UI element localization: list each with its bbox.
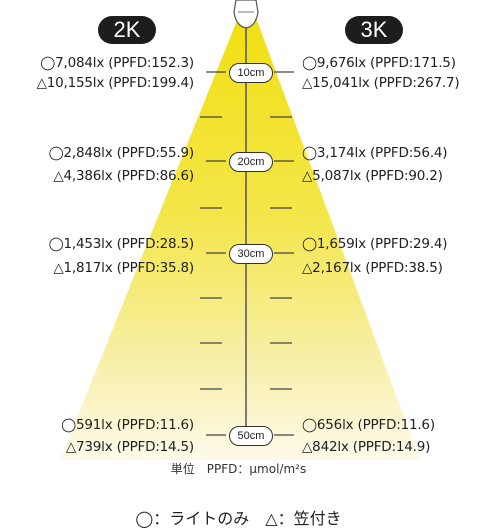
symbol-legend: ◯：ライトのみ △：笠付き (135, 509, 342, 528)
header-2k-badge: 2K (98, 16, 156, 44)
right-30cm-with-shade: △2,167lx (PPFD:38.5) (302, 260, 443, 276)
left-50cm-with-shade: △739lx (PPFD:14.5) (65, 439, 194, 455)
distance-ticks (200, 71, 294, 436)
left-50cm-light-only: ◯591lx (PPFD:11.6) (61, 417, 194, 433)
left-20cm-light-only: ◯2,848lx (PPFD:55.9) (48, 145, 195, 161)
right-20cm-light-only: ◯3,174lx (PPFD:56.4) (302, 145, 448, 161)
left-10cm-with-shade: △10,155lx (PPFD:199.4) (36, 75, 195, 91)
distance-badge-10cm: 10cm (229, 63, 273, 83)
left-30cm-with-shade: △1,817lx (PPFD:35.8) (53, 260, 194, 276)
right-20cm-with-shade: △5,087lx (PPFD:90.2) (302, 168, 443, 184)
left-20cm-with-shade: △4,386lx (PPFD:86.6) (53, 168, 194, 184)
light-cone (60, 18, 420, 460)
distance-badge-20cm: 20cm (229, 152, 273, 172)
header-3k-badge: 3K (345, 16, 403, 44)
right-50cm-with-shade: △842lx (PPFD:14.9) (302, 439, 431, 455)
right-10cm-with-shade: △15,041lx (PPFD:267.7) (302, 75, 460, 91)
right-30cm-light-only: ◯1,659lx (PPFD:29.4) (302, 236, 448, 252)
distance-badge-50cm: 50cm (229, 426, 273, 446)
left-30cm-light-only: ◯1,453lx (PPFD:28.5) (48, 236, 195, 252)
right-50cm-light-only: ◯656lx (PPFD:11.6) (302, 417, 435, 433)
left-10cm-light-only: ◯7,084lx (PPFD:152.3) (40, 55, 194, 71)
distance-badge-30cm: 30cm (229, 244, 273, 264)
right-10cm-light-only: ◯9,676lx (PPFD:171.5) (302, 55, 456, 71)
bulb-icon (233, 0, 259, 29)
unit-note: 単位 PPFD：μmol/m²s (170, 462, 307, 476)
